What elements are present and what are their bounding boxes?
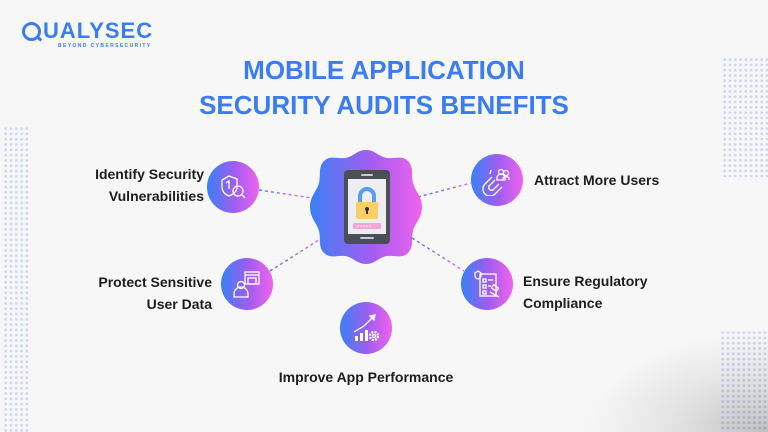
performance-growth-icon xyxy=(353,314,380,342)
compliance-checklist-icon xyxy=(474,270,500,298)
benefit-protect-label: Protect Sensitive User Data xyxy=(60,271,212,315)
benefit-performance-circle xyxy=(340,302,392,354)
benefit-performance-label: Improve App Performance xyxy=(278,369,454,385)
benefit-attract-circle xyxy=(471,154,523,206)
logo-q-icon xyxy=(22,21,41,41)
page-title-line2: SECURITY AUDITS BENEFITS xyxy=(199,90,569,120)
benefit-identify-line1: Identify Security xyxy=(95,166,204,182)
corner-shadow xyxy=(568,322,768,432)
benefit-identify-circle xyxy=(207,161,259,213)
magnet-users-icon xyxy=(482,168,510,196)
benefit-protect-line1: Protect Sensitive xyxy=(98,274,212,290)
page-title-line1: MOBILE APPLICATION xyxy=(243,55,525,85)
user-data-lock-icon xyxy=(233,271,260,298)
mobile-lock-icon xyxy=(344,170,390,244)
benefit-identify-line2: Vulnerabilities xyxy=(108,188,204,204)
dot-pattern-left xyxy=(3,126,29,432)
benefit-attract-label: Attract More Users xyxy=(534,172,660,188)
benefit-compliance-line2: Compliance xyxy=(523,295,603,311)
benefit-protect-line2: User Data xyxy=(146,296,212,312)
central-badge xyxy=(310,150,422,264)
qualysec-logo: UALYSEC BEYOND CYBERSECURITY xyxy=(22,20,153,49)
dot-pattern-right-bottom xyxy=(720,330,768,432)
dot-pattern-right-top xyxy=(722,57,768,177)
benefit-compliance-label: Ensure Regulatory Compliance xyxy=(523,270,703,314)
logo-wordmark: UALYSEC xyxy=(22,20,153,42)
benefit-compliance-circle xyxy=(461,258,513,310)
benefit-protect-circle xyxy=(221,258,273,310)
logo-text: UALYSEC xyxy=(43,18,154,43)
benefit-identify-label: Identify Security Vulnerabilities xyxy=(60,163,204,207)
logo-tagline: BEYOND CYBERSECURITY xyxy=(58,43,152,49)
shield-search-icon xyxy=(221,175,246,199)
benefit-compliance-line1: Ensure Regulatory xyxy=(523,273,648,289)
